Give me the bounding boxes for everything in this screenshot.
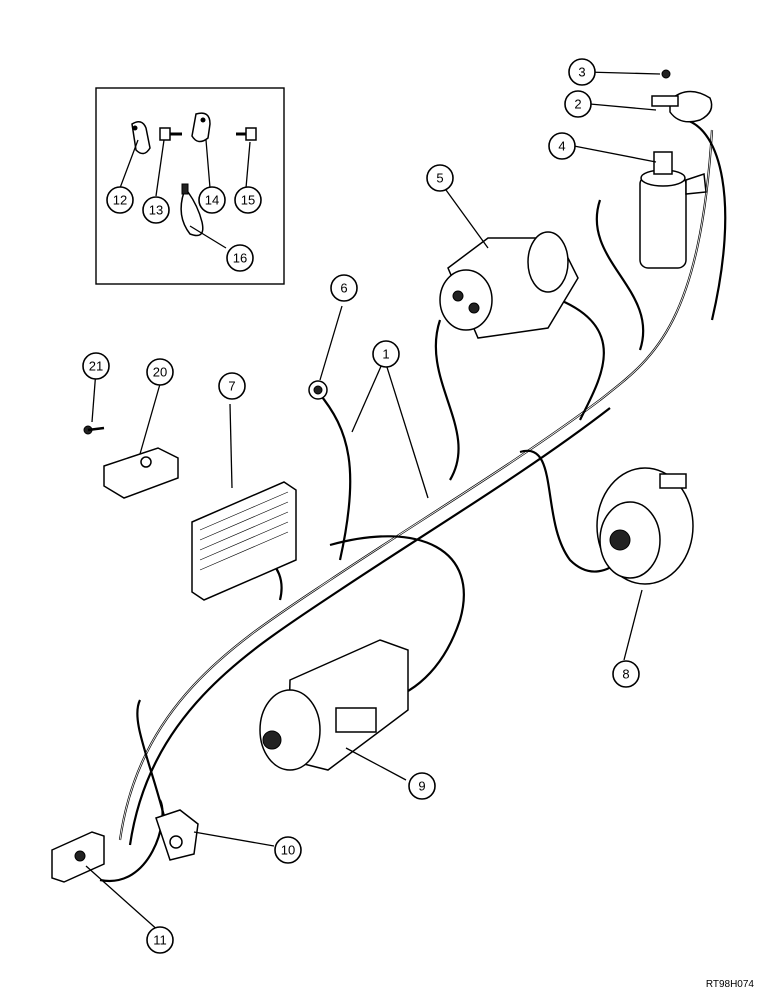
callout-1-label: 1 bbox=[382, 347, 389, 362]
callout-11-label: 11 bbox=[153, 933, 167, 948]
callout-16: 16 bbox=[226, 244, 254, 272]
callout-15-label: 15 bbox=[241, 193, 255, 208]
horn-part bbox=[651, 90, 713, 123]
callout-13: 13 bbox=[142, 196, 170, 224]
callout-13-label: 13 bbox=[149, 203, 163, 218]
callout-9-label: 9 bbox=[418, 779, 425, 794]
callout-6: 6 bbox=[330, 274, 358, 302]
nut-part bbox=[661, 69, 671, 79]
callout-2-label: 2 bbox=[574, 97, 581, 112]
callout-12-label: 12 bbox=[113, 193, 127, 208]
figure-code: RT98H074 bbox=[705, 979, 754, 990]
alternator-part bbox=[596, 467, 694, 585]
callout-20: 20 bbox=[146, 358, 174, 386]
callout-5: 5 bbox=[426, 164, 454, 192]
callout-8-label: 8 bbox=[622, 667, 629, 682]
callout-4: 4 bbox=[548, 132, 576, 160]
callout-16-label: 16 bbox=[233, 251, 247, 266]
callout-21-label: 21 bbox=[89, 359, 103, 374]
callout-9: 9 bbox=[408, 772, 436, 800]
callout-12: 12 bbox=[106, 186, 134, 214]
callout-20-label: 20 bbox=[153, 365, 167, 380]
canister-part bbox=[639, 151, 707, 269]
callout-15: 15 bbox=[234, 186, 262, 214]
harness-wires bbox=[99, 118, 727, 883]
callout-10: 10 bbox=[274, 836, 302, 864]
starter-part bbox=[259, 639, 409, 771]
leader-lines bbox=[85, 71, 661, 933]
callout-14-label: 14 bbox=[205, 193, 219, 208]
callout-11: 11 bbox=[146, 926, 174, 954]
callout-5-label: 5 bbox=[436, 171, 443, 186]
callout-8: 8 bbox=[612, 660, 640, 688]
callout-4-label: 4 bbox=[558, 139, 565, 154]
callout-7: 7 bbox=[218, 372, 246, 400]
callout-3-label: 3 bbox=[578, 65, 585, 80]
sender-part bbox=[308, 380, 328, 400]
cover-part bbox=[103, 447, 179, 499]
callout-14: 14 bbox=[198, 186, 226, 214]
callout-7-label: 7 bbox=[228, 379, 235, 394]
clip-inset-box bbox=[95, 87, 285, 285]
relay-part bbox=[155, 809, 199, 861]
callout-1: 1 bbox=[372, 340, 400, 368]
junction-box-part bbox=[51, 831, 105, 883]
callout-10-label: 10 bbox=[281, 843, 295, 858]
heater-core-part bbox=[191, 481, 297, 601]
callout-21: 21 bbox=[82, 352, 110, 380]
compressor-part bbox=[439, 231, 579, 339]
callout-2: 2 bbox=[564, 90, 592, 118]
screw-part bbox=[83, 425, 105, 435]
callout-6-label: 6 bbox=[340, 281, 347, 296]
callout-3: 3 bbox=[568, 58, 596, 86]
